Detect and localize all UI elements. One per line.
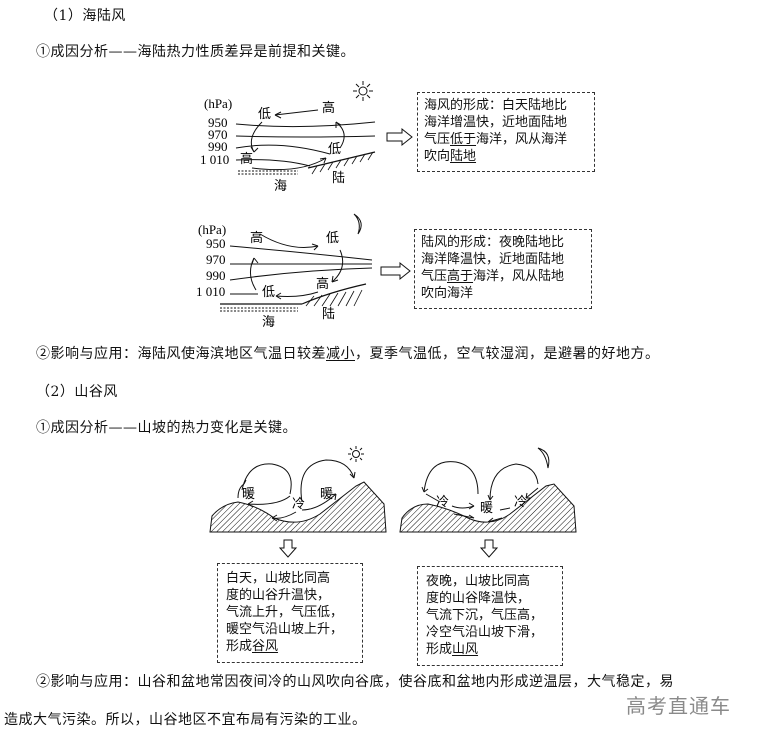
section-heading-sea-land-breeze: （1）海陆风: [44, 8, 126, 24]
pressure-unit: (hPa): [204, 96, 232, 111]
land-breeze-explanation-box: 陆风的形成：夜晚陆地比 海洋降温快，近地面陆地 气压高于海洋，风从陆地 吹向海洋: [414, 229, 592, 309]
section-heading-mountain-valley-breeze: （2）山谷风: [36, 384, 118, 400]
svg-text:高: 高: [250, 230, 263, 245]
land-breeze-diagram: (hPa) 950 970 990 1 010 高 低 高 低 海 陆: [196, 213, 373, 329]
sun-icon: [353, 81, 373, 101]
moon-icon: [537, 447, 550, 469]
valley-breeze-night-diagram: 冷 暖 冷: [399, 447, 577, 533]
sun-icon: [348, 446, 364, 462]
svg-text:海: 海: [262, 314, 275, 329]
impact-sea-land-breeze: ②影响与应用：海陆风使海滨地区气温日较差减小，夏季气温低，空气较湿润，是避暑的好…: [36, 346, 660, 362]
svg-text:暖: 暖: [320, 486, 333, 501]
svg-text:990: 990: [208, 139, 228, 154]
impact-mountain-valley-line2: 造成大气污染。所以，山谷地区不宜布局有污染的工业。: [4, 712, 367, 728]
svg-text:冷: 冷: [292, 496, 305, 511]
svg-text:高: 高: [322, 100, 335, 115]
impact-mountain-valley-line1: ②影响与应用：山谷和盆地常因夜间冷的山风吹向谷底，使谷底和盆地内形成逆温层，大气…: [36, 674, 674, 690]
mountain-breeze-explanation-box: 夜晚，山坡比同高 度的山谷降温快， 气流下沉，气压高， 冷空气沿山坡下滑， 形成…: [417, 566, 563, 666]
watermark: 高考直通车: [626, 694, 731, 718]
svg-text:冷: 冷: [436, 494, 449, 509]
arrow-right-icon: [380, 261, 411, 281]
moon-icon: [353, 213, 362, 235]
svg-text:陆: 陆: [332, 170, 345, 185]
svg-text:低: 低: [262, 284, 275, 299]
sea-breeze-explanation-box: 海风的形成：白天陆地比 海洋增温快，近地面陆地 气压低于海洋，风从海洋 吹向陆地: [417, 92, 595, 172]
sea-breeze-diagram: (hPa) 950 970 990 1 010 低 高 高 低 海 陆: [200, 81, 376, 193]
svg-text:低: 低: [258, 106, 271, 121]
svg-text:冷: 冷: [514, 494, 527, 509]
svg-text:海: 海: [274, 178, 287, 193]
svg-text:暖: 暖: [242, 486, 255, 501]
cause-analysis-mountain-valley: ①成因分析——山坡的热力变化是关键。: [36, 420, 297, 436]
svg-text:高: 高: [316, 276, 329, 291]
valley-breeze-explanation-box: 白天，山坡比同高 度的山谷升温快， 气流上升，气压低， 暖空气沿山坡上升， 形成…: [217, 563, 363, 663]
arrow-down-icon: [479, 539, 499, 558]
svg-text:970: 970: [208, 127, 228, 142]
svg-text:1 010: 1 010: [200, 152, 229, 167]
arrow-down-icon: [278, 539, 298, 558]
valley-breeze-day-diagram: 暖 冷 暖: [209, 446, 387, 533]
cause-analysis-sea-land: ①成因分析——海陆热力性质差异是前提和关键。: [36, 44, 355, 60]
svg-text:(hPa): (hPa): [198, 222, 226, 237]
svg-text:低: 低: [326, 230, 339, 245]
svg-text:1 010: 1 010: [196, 284, 225, 299]
svg-text:970: 970: [206, 252, 226, 267]
svg-text:低: 低: [328, 141, 341, 156]
svg-text:950: 950: [208, 115, 228, 130]
svg-text:陆: 陆: [322, 306, 335, 321]
svg-text:990: 990: [206, 268, 226, 283]
svg-text:950: 950: [206, 236, 226, 251]
svg-text:高: 高: [240, 151, 253, 166]
arrow-right-icon: [386, 127, 413, 147]
svg-text:暖: 暖: [480, 500, 493, 515]
